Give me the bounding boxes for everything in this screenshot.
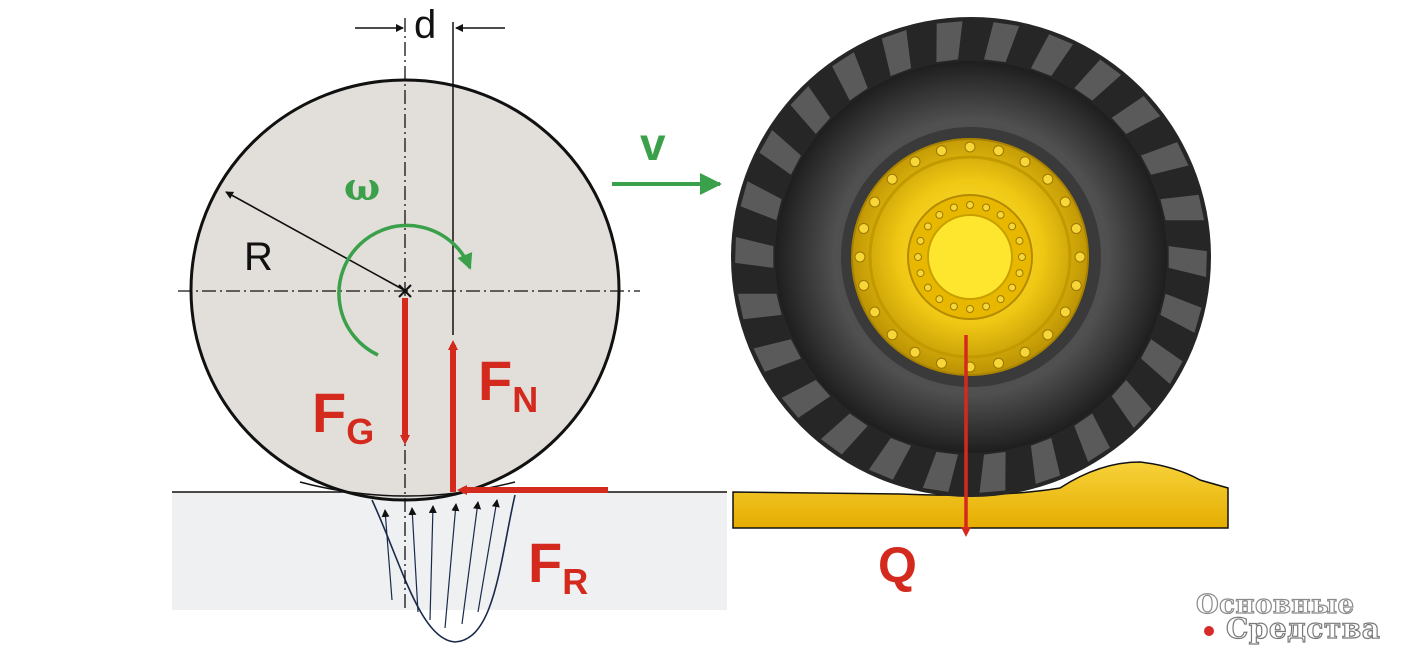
tire-treads bbox=[735, 21, 1207, 493]
rim-bolt bbox=[966, 305, 974, 313]
tread-groove bbox=[735, 237, 774, 268]
tread-groove bbox=[1160, 293, 1202, 333]
rim-bolt bbox=[1042, 173, 1054, 185]
tread-groove bbox=[1030, 34, 1074, 76]
rim-bolt bbox=[1059, 306, 1071, 318]
wheel-rim bbox=[851, 138, 1089, 376]
rim-bolt bbox=[1070, 280, 1082, 291]
center-mark bbox=[398, 284, 412, 298]
rim-bolt bbox=[1059, 196, 1071, 208]
rim-bolt bbox=[996, 210, 1005, 219]
normal-force-label: FN bbox=[478, 349, 538, 420]
rim-bolt bbox=[886, 173, 898, 185]
rim-bolt bbox=[1070, 223, 1082, 234]
tread-groove bbox=[832, 52, 868, 101]
tread-groove bbox=[759, 130, 801, 175]
tread-groove bbox=[922, 451, 958, 492]
tread-groove bbox=[1074, 59, 1122, 101]
gravity-force-label: FG bbox=[312, 381, 374, 452]
rim-bolt bbox=[886, 329, 898, 341]
tread-groove bbox=[753, 339, 801, 372]
rim-bolt bbox=[1008, 283, 1017, 292]
rim-bolt bbox=[909, 156, 921, 168]
rim-bolt bbox=[936, 145, 947, 157]
rim-bolt bbox=[869, 196, 881, 208]
rim-bolt bbox=[923, 222, 932, 231]
pressure-distribution-curve bbox=[371, 494, 516, 643]
rim-bolt bbox=[936, 357, 947, 369]
rim-bolt bbox=[935, 295, 944, 304]
rim-bolt bbox=[1019, 346, 1031, 358]
rim-bolt bbox=[916, 269, 925, 278]
d-label: d bbox=[414, 3, 436, 47]
tread-groove bbox=[1141, 142, 1189, 175]
tread-groove bbox=[1030, 438, 1061, 484]
load-label: Q bbox=[878, 537, 917, 593]
rim-bolt bbox=[993, 145, 1004, 157]
rim-bolt bbox=[916, 236, 925, 245]
rim-bolt bbox=[982, 302, 991, 311]
rim-bolts-inner bbox=[914, 201, 1026, 313]
tread-groove bbox=[984, 22, 1020, 63]
radius-label: R bbox=[244, 235, 273, 279]
rim-bolt bbox=[1018, 253, 1026, 261]
tread-groove bbox=[936, 21, 963, 63]
rim-bolt bbox=[1042, 329, 1054, 341]
rim-bolt bbox=[923, 283, 932, 292]
rim-bolt bbox=[949, 203, 958, 212]
watermark-line1: Основные bbox=[1195, 589, 1355, 620]
rim-bolt bbox=[993, 357, 1004, 369]
omega-label: ω bbox=[344, 164, 380, 209]
rim-bolt bbox=[966, 201, 974, 209]
rim-bolt bbox=[1015, 236, 1024, 245]
rim-bolt bbox=[1008, 222, 1017, 231]
ground-block bbox=[172, 492, 727, 610]
tread-groove bbox=[740, 181, 782, 221]
watermark-line2: Средства bbox=[1225, 611, 1381, 645]
rim-bolts-outer bbox=[854, 141, 1086, 373]
rim-bolt bbox=[935, 210, 944, 219]
left-diagram: d R ω FG FN FR bbox=[172, 3, 727, 643]
tread-groove bbox=[868, 438, 912, 480]
tread-groove bbox=[1111, 380, 1152, 428]
hub-cap bbox=[927, 214, 1013, 300]
rim-bolt bbox=[949, 302, 958, 311]
rotation-arrow bbox=[337, 223, 473, 357]
tread-groove bbox=[737, 293, 782, 320]
right-diagram: Q bbox=[731, 17, 1229, 593]
tread-groove bbox=[790, 86, 831, 134]
tread-groove bbox=[1074, 413, 1110, 462]
tread-groove bbox=[1160, 194, 1205, 221]
tread-groove bbox=[820, 413, 868, 455]
rim-bolt bbox=[996, 295, 1005, 304]
tread-groove bbox=[1111, 96, 1161, 134]
tread-groove bbox=[881, 30, 912, 76]
rim-bolt bbox=[869, 306, 881, 318]
tread-groove bbox=[1141, 339, 1183, 384]
rim-bolt bbox=[964, 141, 976, 153]
rim-bolt bbox=[858, 223, 870, 234]
rim-bolt bbox=[1074, 251, 1086, 263]
radius-arrow bbox=[225, 191, 405, 291]
rim-bolt bbox=[914, 253, 922, 261]
rim-bolt bbox=[1015, 269, 1024, 278]
tread-groove bbox=[781, 380, 831, 418]
tread-groove bbox=[1168, 246, 1207, 277]
velocity-label: v bbox=[640, 118, 666, 170]
velocity-indicator: v bbox=[612, 118, 722, 195]
rim-bolt bbox=[909, 346, 921, 358]
rim-bolt bbox=[1019, 156, 1031, 168]
watermark-logo: Основные Средства bbox=[1190, 589, 1395, 650]
tread-groove bbox=[979, 451, 1006, 493]
rolling-resistance-label: FR bbox=[528, 531, 588, 602]
watermark-dot bbox=[1204, 626, 1214, 636]
rim-bolt bbox=[854, 251, 866, 263]
rim-bolt bbox=[982, 203, 991, 212]
rim-bolt bbox=[858, 280, 870, 291]
pressure-arrows bbox=[381, 499, 500, 629]
